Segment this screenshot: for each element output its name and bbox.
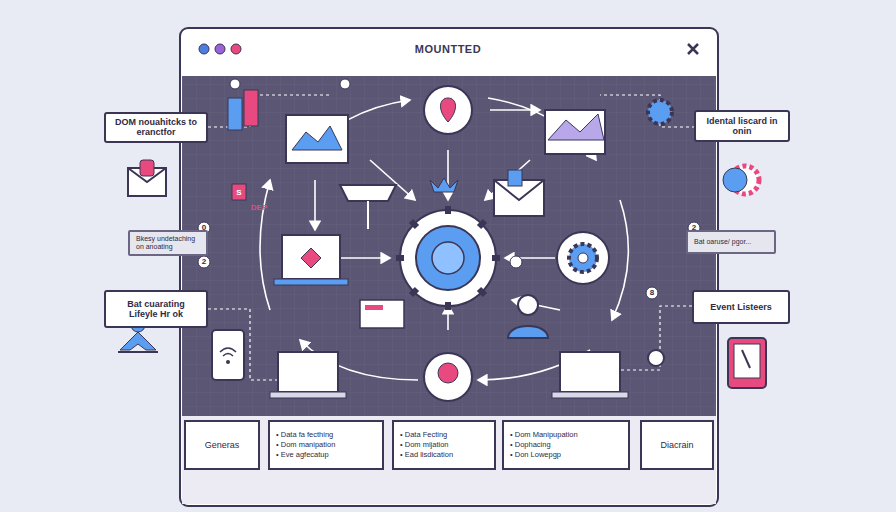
- callout-number: 2: [688, 223, 700, 232]
- feature-box: Dom ManipupationDophacingDon Lowepgp: [502, 420, 630, 470]
- box-text: Generas: [205, 439, 240, 451]
- callout-number: 8: [646, 288, 658, 297]
- list-item: Dom manipation: [276, 440, 376, 450]
- box-text: Idental liscard in onin: [702, 116, 782, 137]
- close-icon: [688, 44, 698, 54]
- box-text: Diacrain: [660, 439, 693, 451]
- callout-number: 0: [198, 223, 210, 232]
- box-text: Bkesy undetaching on anoating: [136, 235, 200, 251]
- callout-box: DOM nouahitcks to eranctfor: [104, 112, 208, 143]
- feature-box: Data FectingDom mijationEad lisdication: [392, 420, 496, 470]
- feature-box: Data fa fecthingDom manipationEve agfeca…: [268, 420, 384, 470]
- callout-number: S: [233, 188, 245, 197]
- feature-box: Diacrain: [640, 420, 714, 470]
- box-text: Bat oaruse/ pgor...: [694, 238, 768, 246]
- callout-number: DEP: [248, 203, 270, 212]
- callout-box: Bat cuarating Lifeyle Hr ok: [104, 290, 208, 328]
- list-item: Dom Manipupation: [510, 430, 622, 440]
- list-item: Don Lowepgp: [510, 450, 622, 460]
- list-item: Dom mijation: [400, 440, 488, 450]
- feature-box: Generas: [184, 420, 260, 470]
- window-frame: [180, 28, 718, 506]
- callout-box: Event Listeers: [692, 290, 790, 324]
- list-item: Data Fecting: [400, 430, 488, 440]
- list-item: Data fa fecthing: [276, 430, 376, 440]
- callout-box: Idental liscard in onin: [694, 110, 790, 142]
- box-text: Bat cuarating Lifeyle Hr ok: [112, 299, 200, 320]
- list-item: Eve agfecatup: [276, 450, 376, 460]
- callout-number: 2: [198, 257, 210, 266]
- window-title: MOUNTTED: [0, 43, 896, 55]
- box-text: DOM nouahitcks to eranctfor: [112, 117, 200, 138]
- note-tab: Bat oaruse/ pgor...: [686, 230, 776, 254]
- window-body: [182, 76, 716, 416]
- box-text: Event Listeers: [710, 302, 772, 312]
- note-tab: Bkesy undetaching on anoating: [128, 230, 208, 256]
- list-item: Ead lisdication: [400, 450, 488, 460]
- list-item: Dophacing: [510, 440, 622, 450]
